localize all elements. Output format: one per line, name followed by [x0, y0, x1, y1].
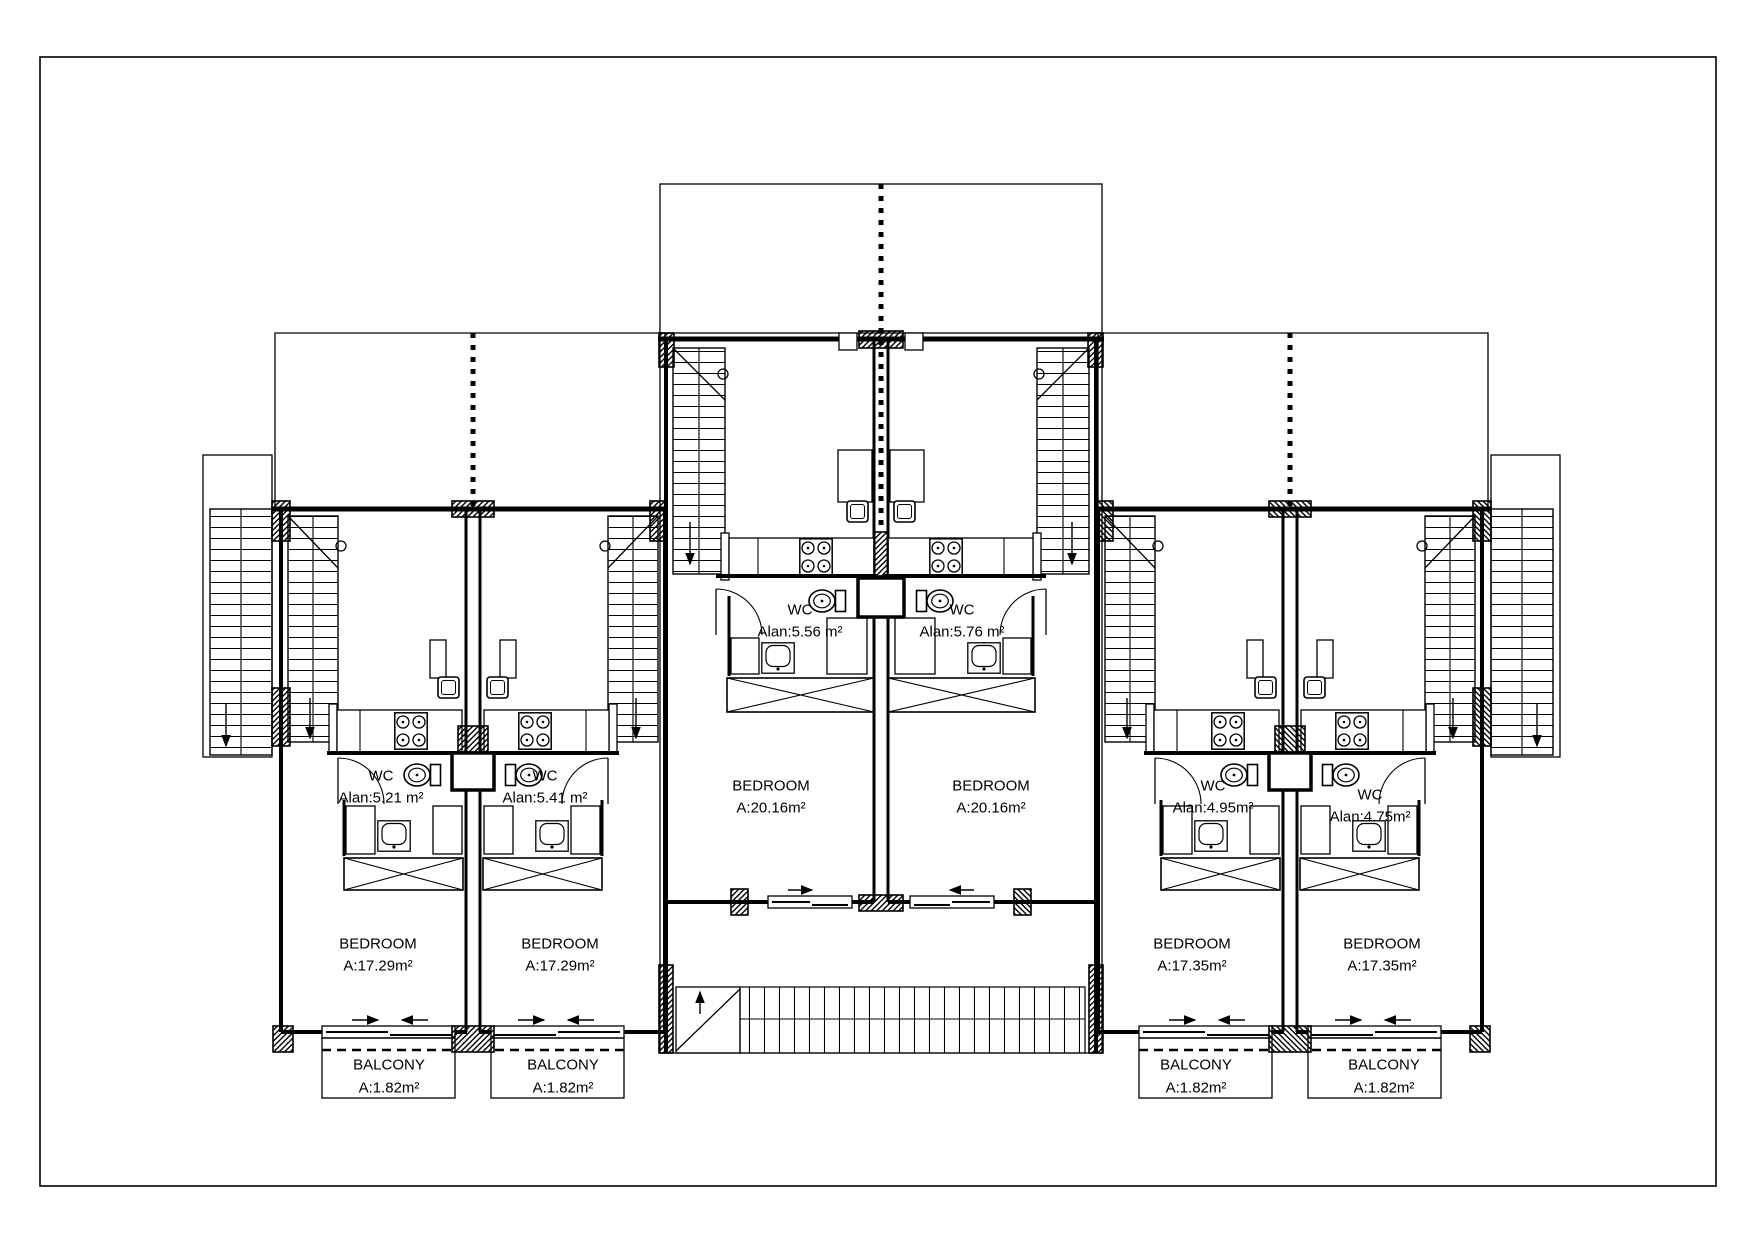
bedroom-label: BEDROOM: [732, 777, 810, 795]
wc-area-label: Alan:4.95m²: [1172, 799, 1254, 817]
wc-label: WC: [1200, 777, 1226, 795]
balcony-area-label: A:1.82m²: [532, 1079, 594, 1097]
bedroom-area-label: A:17.35m²: [1347, 957, 1417, 975]
balcony-label: BALCONY: [527, 1056, 599, 1074]
right-section: [1096, 333, 1560, 1098]
column: [658, 332, 675, 368]
wc-area-label: Alan:5.56 m²: [757, 623, 843, 641]
bedroom-label: BEDROOM: [339, 935, 417, 953]
column: [858, 894, 904, 912]
balcony-label: BALCONY: [1160, 1056, 1232, 1074]
bedroom-label: BEDROOM: [1343, 935, 1421, 953]
center-section: [658, 183, 1104, 1054]
left-section: [203, 333, 667, 1098]
column: [858, 330, 904, 349]
bedroom-area-label: A:20.16m²: [956, 799, 1026, 817]
bedroom-area-label: A:17.29m²: [525, 957, 595, 975]
sheet-border: [39, 56, 1717, 1187]
balcony-area-label: A:1.82m²: [1165, 1079, 1227, 1097]
wc-label: WC: [949, 601, 975, 619]
bedroom-area-label: A:20.16m²: [736, 799, 806, 817]
balcony-label: BALCONY: [1348, 1056, 1420, 1074]
balcony-area-label: A:1.82m²: [1353, 1079, 1415, 1097]
column: [1088, 964, 1104, 1054]
wc-area-label: Alan:5.21 m²: [338, 789, 424, 807]
entrance-stair: [739, 986, 1086, 1054]
balcony-area-label: A:1.82m²: [358, 1079, 420, 1097]
bedroom-area-label: A:17.35m²: [1157, 957, 1227, 975]
balcony-label: BALCONY: [353, 1056, 425, 1074]
wc-label: WC: [532, 767, 558, 785]
duct-shaft: [856, 576, 906, 619]
wc-label: WC: [368, 767, 394, 785]
bedroom-label: BEDROOM: [952, 777, 1030, 795]
wc-label: WC: [1357, 786, 1383, 804]
duct-hatch: [873, 531, 889, 577]
bedroom-label: BEDROOM: [1153, 935, 1231, 953]
bedroom-area-label: A:17.29m²: [343, 957, 413, 975]
wc-label: WC: [787, 601, 813, 619]
wc-area-label: Alan:5.41 m²: [502, 789, 588, 807]
wc-area-label: Alan:4.75m²: [1329, 808, 1411, 826]
column: [1087, 332, 1104, 368]
bedroom-label: BEDROOM: [521, 935, 599, 953]
column: [658, 964, 674, 1054]
wc-area-label: Alan:5.76 m²: [919, 623, 1005, 641]
